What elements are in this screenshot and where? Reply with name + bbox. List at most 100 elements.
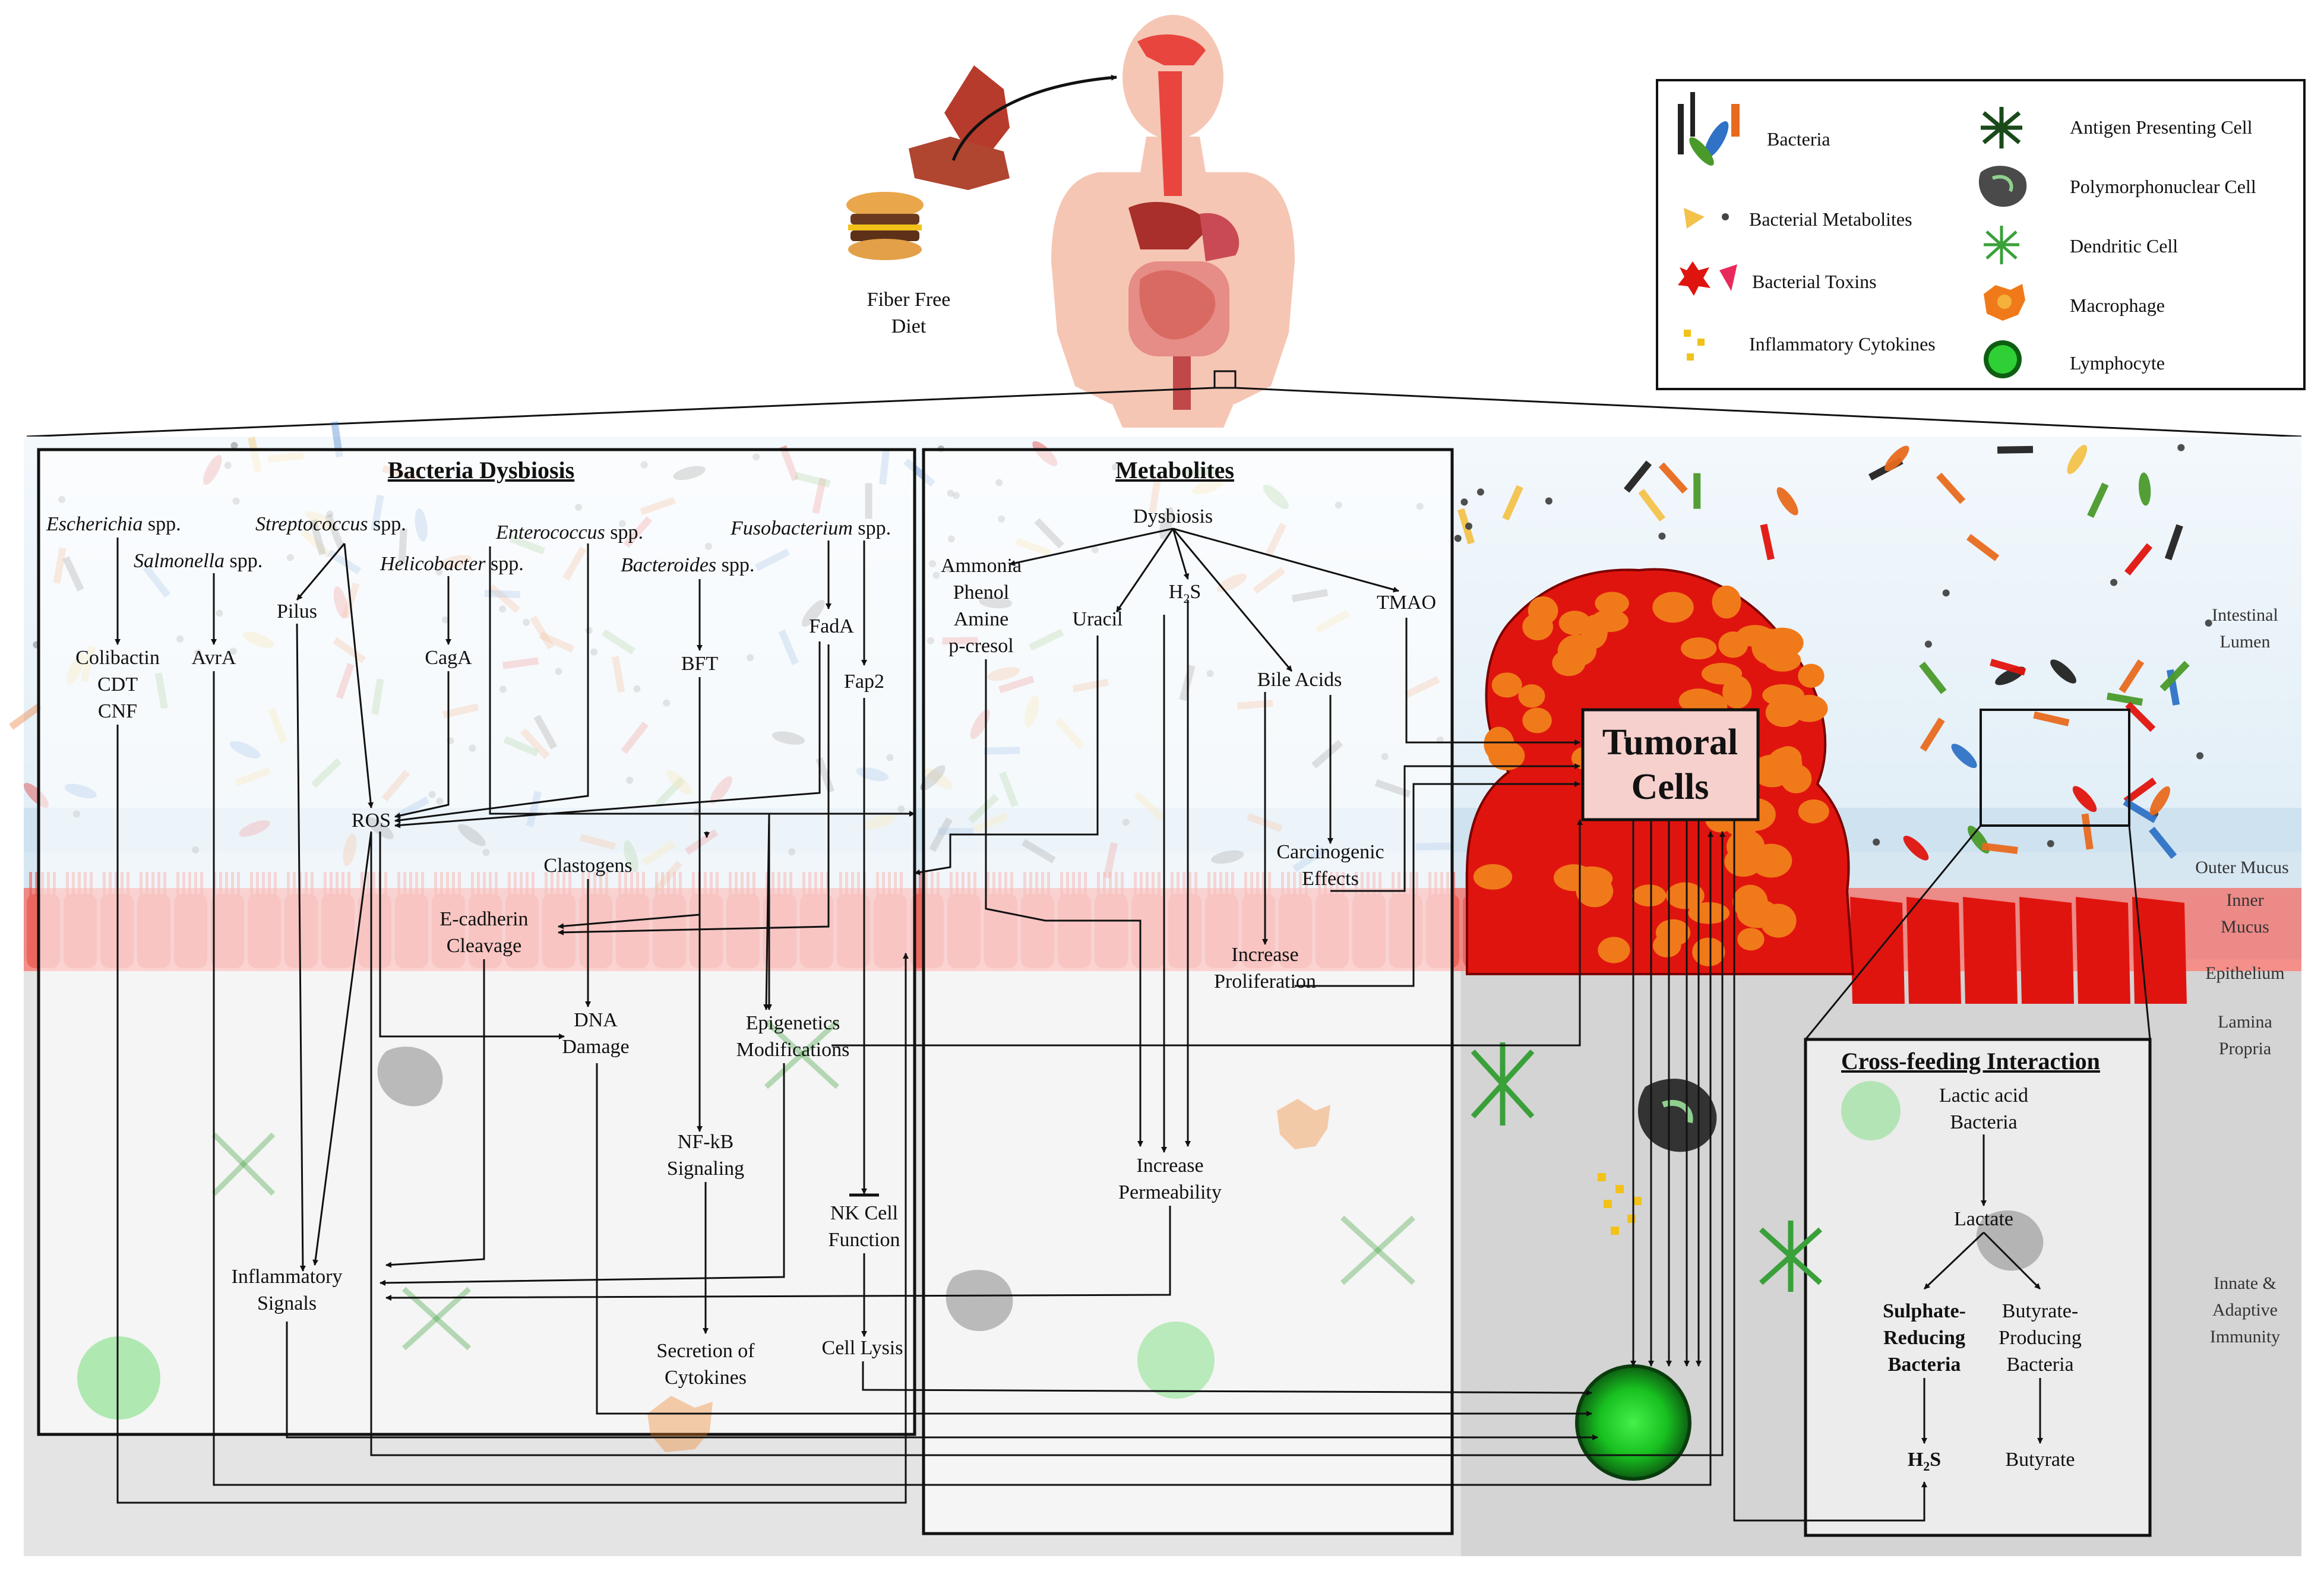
connector-line [763,813,770,1010]
layer-immunity-label: Innate & [2214,1273,2276,1293]
ammonia-label: Ammonia [941,555,1022,577]
legend-cytokines-label: Inflammatory Cytokines [1749,333,1936,355]
salmonella-label: Salmonella spp. [134,550,263,572]
phenol-label: Phenol [953,581,1009,603]
dysbiosis-title: Bacteria Dysbiosis [388,457,574,483]
connector-line [596,1063,1592,1417]
legend-toxins-label: Bacterial Toxins [1752,271,1877,292]
h2s-crossfeeding-label: H2S [1908,1449,1941,1474]
fiber-free-diet-illustration [846,65,1010,260]
permeability-label: Increase [1136,1155,1203,1177]
bacteria-legend-icon [1678,92,1740,166]
legend-metabolites-label: Bacterial Metabolites [1749,208,1912,230]
connector-line [558,644,830,935]
tumoral-cells-title: Tumoral [1602,722,1738,763]
cytokines-legend-icon [1684,330,1705,361]
connector-line [213,671,1713,1486]
zoom-line-left [26,387,1215,438]
connector-line [985,659,1143,1147]
connector-line [1923,1231,1985,1290]
tumoral-cells-title-2: Cells [1631,767,1709,807]
butyrate-producing-label-3: Bacteria [2006,1354,2073,1376]
legend-lymphocyte-label: Lymphocyte [2070,352,2165,374]
macrophage-icon [1984,284,2025,321]
connector-line [394,671,450,818]
connector-line [1172,528,1190,580]
tumoral-cells-box [1581,708,1760,821]
connector-line [1982,1231,2041,1290]
connector-line [296,543,346,600]
permeability-label-2: Permeability [1118,1181,1222,1203]
carcinogenic-label-2: Effects [1302,868,1359,890]
streptococcus-label: Streptococcus spp. [255,513,406,535]
layer-immunity-label-2: Adaptive [2212,1300,2278,1320]
layer-epithelium-label: Epithelium [2205,963,2284,983]
nk-cell-label: NK Cell [830,1202,898,1224]
butyrate-producing-label-2: Producing [1999,1327,2082,1349]
layer-lumen-label-2: Lumen [2220,632,2271,652]
ros-label: ROS [352,810,391,832]
connector-line [1295,781,1580,987]
proliferation-label: Increase [1231,944,1298,966]
nfkb-label-2: Signaling [667,1158,744,1180]
sulphate-reducing-label-3: Bacteria [1888,1354,1961,1376]
crossfeeding-labels: Cross-feeding Interaction Lactic acid Ba… [1841,1048,2100,1474]
lactic-acid-label-2: Bacteria [1950,1111,2017,1133]
avra-label: AvrA [192,647,236,669]
sulphate-reducing-label: Sulphate- [1883,1300,1966,1322]
nfkb-label: NF-kB [678,1131,733,1153]
connector-line [862,1361,1592,1396]
connector-line [914,636,1099,875]
nk-cell-label-2: Function [829,1229,900,1251]
inflammatory-signals-label-2: Signals [257,1292,317,1314]
legend-apc-label: Antigen Presenting Cell [2070,116,2253,138]
carcinogenic-label: Carcinogenic [1276,841,1384,863]
connector-line [116,725,909,1504]
connector-line [1009,527,1174,566]
metabolites-labels: Metabolites Dysbiosis Ammonia Phenol Ami… [941,457,1436,1203]
metabolites-legend-icon [1684,208,1729,229]
connector-line [831,819,1583,1047]
connector-line [1405,618,1580,745]
cell-lysis-label: Cell Lysis [822,1337,903,1359]
pilus-label: Pilus [277,600,317,622]
inflammatory-signals-label: Inflammatory [232,1266,343,1288]
butyrate-producing-label: Butyrate- [2002,1300,2078,1322]
legend-box [1656,79,2306,390]
sulphate-reducing-label-2: Reducing [1883,1327,1965,1349]
enterococcus-label: Enterococcus spp. [495,521,643,543]
legend-macrophage-label: Macrophage [2070,295,2165,316]
immune-cells-decoration [77,1047,2044,1452]
secretion-label-2: Cytokines [665,1367,747,1389]
caga-label: CagA [425,647,472,669]
tmao-label: TMAO [1377,592,1436,614]
layer-immunity-label-3: Immunity [2210,1327,2280,1346]
pcresol-label: p-cresol [948,635,1014,657]
bacteroides-label: Bacteroides spp. [621,554,754,576]
lactate-label: Lactate [1954,1208,2013,1230]
cytokines-decoration [1598,1173,1642,1235]
connector-line [312,831,372,1266]
target-lymphocyte [1575,1364,1691,1481]
connector-line [1115,528,1174,612]
connector-line [286,1322,1598,1440]
dendritic-cells-decoration [211,1019,1823,1351]
crossfeeding-zoom-line-1 [1804,825,1982,1040]
bft-label: BFT [681,653,719,675]
legend-pmn-label: Polymorphonuclear Cell [2070,176,2256,197]
ecadherin-label-2: Cleavage [447,935,522,957]
connector-line [394,543,589,823]
connector-line [370,831,1725,1456]
toxins-legend-icon [1678,261,1737,296]
colibactin-label: Colibactin [75,647,160,669]
metabolites-title: Metabolites [1115,457,1234,483]
fap2-label: Fap2 [844,671,884,693]
layer-labels: Intestinal Lumen Outer Mucus Inner Mucus… [2195,605,2288,1346]
layer-outer-mucus-label: Outer Mucus [2195,858,2288,877]
connector-line [385,1206,1171,1301]
lymphocyte-icon [1984,340,2022,378]
secretion-label: Secretion of [656,1340,755,1362]
crossfeeding-zoom-line-2 [2128,825,2151,1040]
diet-to-mouth-arrow [951,74,1117,161]
